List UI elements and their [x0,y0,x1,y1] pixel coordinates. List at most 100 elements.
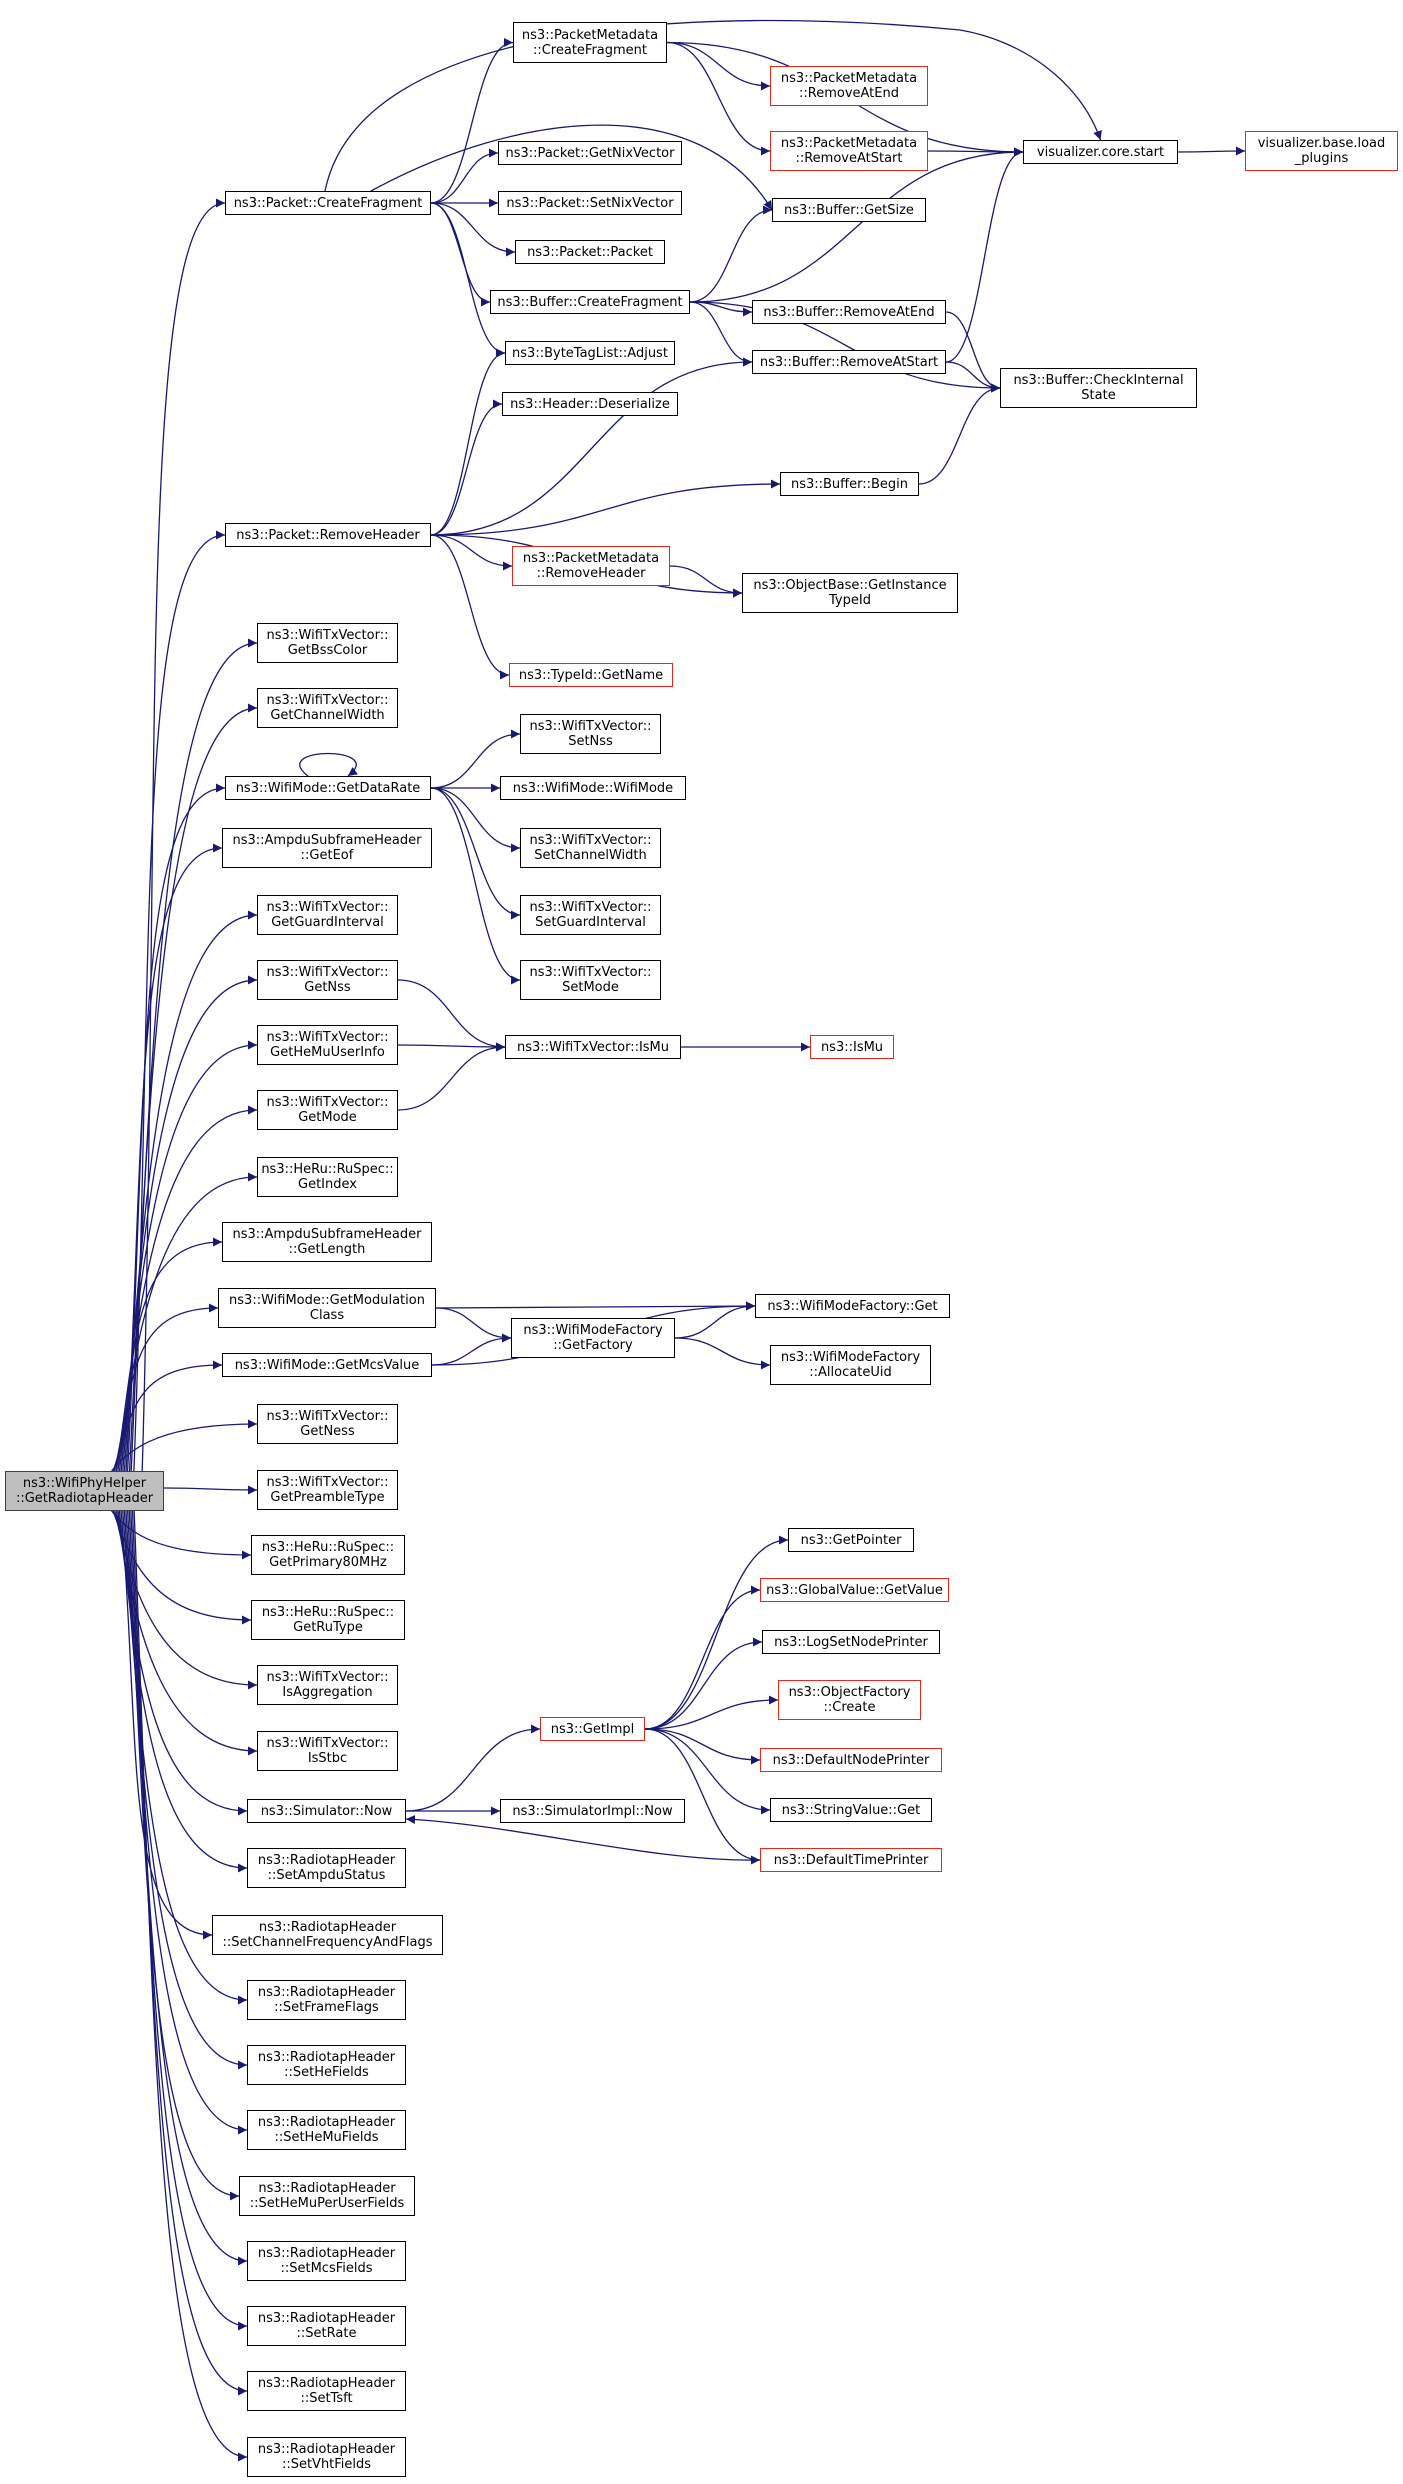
node-pkt-snv[interactable]: ns3::Packet::SetNixVector [498,191,682,215]
node-buf-gs[interactable]: ns3::Buffer::GetSize [772,198,926,222]
node-pm-rh[interactable]: ns3::PacketMetadata::RemoveHeader [512,546,670,586]
node-label-line: Class [309,1308,345,1323]
node-label-line: ns3::DefaultTimePrinter [773,1852,929,1868]
node-wmf-gf[interactable]: ns3::WifiModeFactory::GetFactory [511,1318,675,1358]
node-rt-frame[interactable]: ns3::RadiotapHeader::SetFrameFlags [247,1980,406,2020]
node-label-line: ns3::WifiTxVector:: [266,628,389,643]
node-txv-gi[interactable]: ns3::WifiTxVector::GetGuardInterval [257,895,398,935]
node-buf-rae[interactable]: ns3::Buffer::RemoveAtEnd [752,300,946,324]
node-label-line: ns3::GetImpl [550,1721,635,1737]
node-buf-begin[interactable]: ns3::Buffer::Begin [780,472,919,496]
node-buf-cf[interactable]: ns3::Buffer::CreateFragment [490,290,690,314]
node-wm-gdr[interactable]: ns3::WifiMode::GetDataRate [225,776,431,800]
node-gv-gv[interactable]: ns3::GlobalValue::GetValue [760,1578,949,1602]
node-sim-now[interactable]: ns3::Simulator::Now [247,1799,406,1823]
node-root[interactable]: ns3::WifiPhyHelper::GetRadiotapHeader [5,1471,164,1511]
node-txv-bss[interactable]: ns3::WifiTxVector::GetBssColor [257,623,398,663]
node-rt-mcs[interactable]: ns3::RadiotapHeader::SetMcsFields [247,2241,406,2281]
edge-getimpl-to-dtp [644,1728,761,1865]
node-of-create[interactable]: ns3::ObjectFactory::Create [778,1680,921,1720]
node-buf-ras[interactable]: ns3::Buffer::RemoveAtStart [752,350,946,374]
node-wm-gmv[interactable]: ns3::WifiMode::GetMcsValue [222,1353,432,1377]
node-pkt-cf[interactable]: ns3::Packet::CreateFragment [225,191,431,215]
node-txv-nss[interactable]: ns3::WifiTxVector::GetNss [257,960,398,1000]
node-label-line: SetGuardInterval [535,915,646,930]
node-ismu[interactable]: ns3::IsMu [810,1035,894,1059]
node-heru-idx[interactable]: ns3::HeRu::RuSpec::GetIndex [257,1157,398,1197]
node-label-line: ::SetHeFields [284,2065,369,2080]
node-tid-gn[interactable]: ns3::TypeId::GetName [509,663,673,687]
node-txv-setcw[interactable]: ns3::WifiTxVector::SetChannelWidth [520,828,661,868]
node-label-line: ns3::ByteTagList::Adjust [512,345,668,361]
node-rt-rate[interactable]: ns3::RadiotapHeader::SetRate [247,2306,406,2346]
edge-getimpl-to-lsnp [644,1637,763,1730]
node-txv-hemu[interactable]: ns3::WifiTxVector::GetHeMuUserInfo [257,1025,398,1065]
node-label-line: ns3::RadiotapHeader [258,2181,396,2196]
node-txv-mode[interactable]: ns3::WifiTxVector::GetMode [257,1090,398,1130]
node-txv-setgi[interactable]: ns3::WifiTxVector::SetGuardInterval [520,895,661,935]
node-hdr-des[interactable]: ns3::Header::Deserialize [502,392,678,416]
node-label-line: GetHeMuUserInfo [270,1045,385,1060]
node-label-line: ns3::Packet::Packet [527,244,653,260]
node-sv-get[interactable]: ns3::StringValue::Get [770,1798,932,1822]
edge-buf-cf-to-buf-ras [689,301,753,367]
node-wmf-au[interactable]: ns3::WifiModeFactory::AllocateUid [770,1345,931,1385]
edge-root-to-rt-hemupu [126,1510,240,2201]
node-rt-tsft[interactable]: ns3::RadiotapHeader::SetTsft [247,2371,406,2411]
edge-txv-nss-to-txv-ismu [397,979,506,1052]
node-btl-adj[interactable]: ns3::ByteTagList::Adjust [505,341,675,365]
node-label-line: ns3::WifiTxVector:: [266,1670,389,1685]
node-dtp[interactable]: ns3::DefaultTimePrinter [760,1848,942,1872]
node-txv-cw[interactable]: ns3::WifiTxVector::GetChannelWidth [257,688,398,728]
node-rt-vht[interactable]: ns3::RadiotapHeader::SetVhtFields [247,2437,406,2477]
node-simimpl-now[interactable]: ns3::SimulatorImpl::Now [500,1799,685,1823]
node-rt-hemupu[interactable]: ns3::RadiotapHeader::SetHeMuPerUserField… [239,2176,415,2216]
edge-root-to-wm-gmv [112,1360,223,1472]
node-txv-setmode[interactable]: ns3::WifiTxVector::SetMode [520,960,661,1000]
node-heru-p80[interactable]: ns3::HeRu::RuSpec::GetPrimary80MHz [251,1535,405,1575]
node-ampdu-eof[interactable]: ns3::AmpduSubframeHeader::GetEof [222,828,432,868]
edge-root-to-pkt-cf [141,198,226,1472]
node-lsnp[interactable]: ns3::LogSetNodePrinter [762,1630,940,1654]
node-pkt-pkt[interactable]: ns3::Packet::Packet [515,240,665,264]
node-label-line: ::SetRate [296,2326,357,2341]
node-heru-rut[interactable]: ns3::HeRu::RuSpec::GetRuType [251,1600,405,1640]
node-txv-ness[interactable]: ns3::WifiTxVector::GetNess [257,1404,398,1444]
node-rt-he[interactable]: ns3::RadiotapHeader::SetHeFields [247,2045,406,2085]
edge-root-to-txv-pre [163,1485,258,1495]
node-rt-hemu[interactable]: ns3::RadiotapHeader::SetHeMuFields [247,2110,406,2150]
node-label-line: ns3::AmpduSubframeHeader [232,1227,422,1242]
node-vis-start[interactable]: visualizer.core.start [1023,140,1178,164]
node-vis-load[interactable]: visualizer.base.load_plugins [1245,131,1398,171]
node-txv-setnss[interactable]: ns3::WifiTxVector::SetNss [520,714,661,754]
node-getimpl[interactable]: ns3::GetImpl [540,1717,645,1741]
node-rt-ampdu[interactable]: ns3::RadiotapHeader::SetAmpduStatus [247,1848,406,1888]
node-getpointer[interactable]: ns3::GetPointer [788,1528,914,1552]
node-ampdu-len[interactable]: ns3::AmpduSubframeHeader::GetLength [222,1222,432,1262]
edge-pkt-cf-to-pm-cf [430,38,514,204]
node-label-line: ns3::Packet::CreateFragment [233,195,423,211]
node-wmf-get[interactable]: ns3::WifiModeFactory::Get [755,1294,950,1318]
node-wm-wm[interactable]: ns3::WifiMode::WifiMode [500,776,686,800]
node-pkt-gnv[interactable]: ns3::Packet::GetNixVector [498,141,682,165]
edge-wm-gmc-to-wmf-get [435,1301,756,1311]
node-label-line: GetPrimary80MHz [269,1555,387,1570]
node-dnp[interactable]: ns3::DefaultNodePrinter [760,1748,942,1772]
node-rt-chan[interactable]: ns3::RadiotapHeader::SetChannelFrequency… [212,1915,443,1955]
node-txv-agg[interactable]: ns3::WifiTxVector::IsAggregation [257,1665,398,1705]
node-pm-rae[interactable]: ns3::PacketMetadata::RemoveAtEnd [770,66,928,106]
edge-pkt-rh-to-tid-gn [430,534,510,680]
node-pkt-rh[interactable]: ns3::Packet::RemoveHeader [225,523,431,547]
node-label-line: ::GetEof [300,848,354,863]
node-label-line: ns3::WifiTxVector:: [266,1095,389,1110]
node-txv-stbc[interactable]: ns3::WifiTxVector::IsStbc [257,1731,398,1771]
node-pm-ras[interactable]: ns3::PacketMetadata::RemoveAtStart [770,131,928,171]
node-pm-cf[interactable]: ns3::PacketMetadata::CreateFragment [513,22,667,63]
node-txv-pre[interactable]: ns3::WifiTxVector::GetPreambleType [257,1470,398,1510]
node-label-line: ns3::Packet::SetNixVector [506,195,674,211]
node-label-line: ns3::Buffer::GetSize [784,202,914,218]
node-txv-ismu[interactable]: ns3::WifiTxVector::IsMu [505,1035,681,1059]
